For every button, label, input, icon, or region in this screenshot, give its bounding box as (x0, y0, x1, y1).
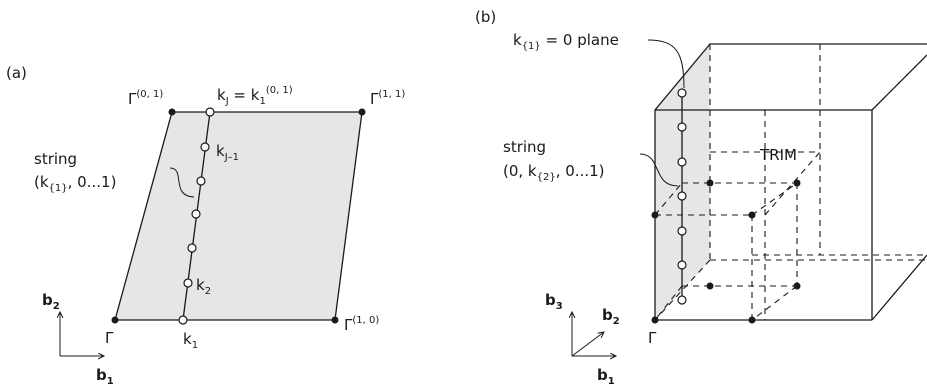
label-string-range-b: (0, k{2}, 0...1) (503, 162, 605, 183)
corner-point-11 (358, 108, 366, 116)
trim-point (651, 211, 659, 219)
axis-b1-label: b1 (96, 366, 114, 387)
trim-point (748, 211, 756, 219)
corner-point-gamma (111, 316, 119, 324)
string-k-points-b (677, 88, 687, 305)
k-point (187, 243, 197, 253)
axis-b3-label: b3 (545, 291, 563, 312)
label-string-range: (k{1}, 0...1) (34, 173, 116, 194)
axis-b2-arrow-b (571, 332, 604, 357)
label-string-title-b: string (503, 138, 546, 156)
label-trim: TRIM (759, 146, 797, 164)
trim-points (651, 179, 801, 324)
string-k-points (178, 107, 215, 325)
trim-point (748, 316, 756, 324)
k-point (196, 176, 206, 186)
panel-b-label: (b) (475, 8, 496, 26)
k-point (677, 191, 687, 201)
k-point (191, 209, 201, 219)
panel-b: (b) (475, 8, 927, 387)
k-point-2 (183, 278, 193, 288)
k-point (677, 157, 687, 167)
k-point (677, 88, 687, 98)
k-point (677, 260, 687, 270)
label-gamma-01: Γ(0, 1) (128, 89, 163, 108)
k-point-J-1 (200, 142, 210, 152)
label-k1: k1 (183, 330, 198, 351)
label-k2: k2 (196, 276, 211, 297)
panel-a: (a) Γ(0, 1) Γ(1, 1) Γ(1, 0) Γ (6, 64, 405, 387)
plane-leader-line (647, 39, 685, 89)
trim-point (793, 282, 801, 290)
label-kJm1: kJ–1 (216, 142, 239, 163)
label-gamma-11: Γ(1, 1) (370, 89, 405, 108)
panel-a-label: (a) (6, 64, 27, 82)
label-k1-plane: k{1} = 0 plane (513, 31, 619, 52)
corner-points (111, 108, 366, 324)
trim-point (793, 179, 801, 187)
k-point-J (205, 107, 215, 117)
label-string-title: string (34, 150, 77, 168)
trim-point-gamma (651, 316, 659, 324)
corner-point-01 (168, 108, 176, 116)
k-point (677, 122, 687, 132)
axis-b1-label-b: b1 (597, 366, 615, 387)
label-kJ-equation: kJ = k1(0, 1) (217, 85, 293, 107)
label-gamma-10: Γ(1, 0) (344, 315, 379, 334)
k-point-1 (178, 315, 188, 325)
axis-b2-label: b2 (42, 291, 60, 312)
string-leader-line-b (639, 153, 679, 187)
corner-point-10 (331, 316, 339, 324)
trim-point (706, 282, 714, 290)
label-gamma: Γ (105, 329, 114, 347)
axis-b2-label-b: b2 (602, 306, 620, 327)
cube-hidden-edges (654, 44, 927, 321)
bz-shaded-region (115, 112, 362, 320)
label-gamma-b: Γ (648, 329, 657, 347)
trim-point (706, 179, 714, 187)
string-leader-line (169, 167, 195, 198)
k-point (677, 226, 687, 236)
k-point (677, 295, 687, 305)
